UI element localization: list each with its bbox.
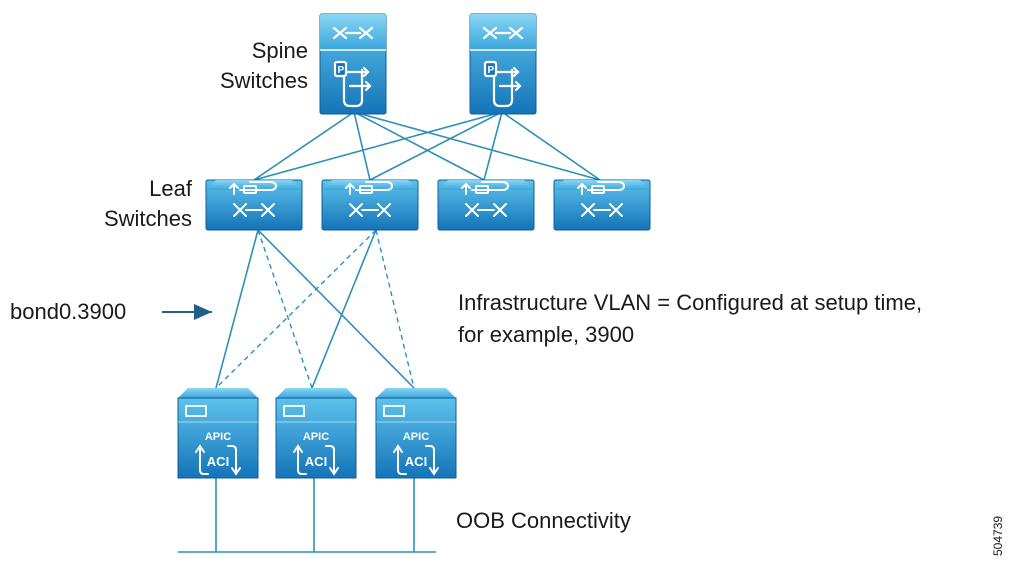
spine-switch-icon: P bbox=[482, 26, 524, 108]
leaf-label-line2: Switches bbox=[104, 206, 192, 231]
apic-controller-3: APIC ACI bbox=[375, 388, 457, 479]
oob-network bbox=[178, 478, 436, 553]
leaf-switch-2 bbox=[321, 179, 419, 231]
figure-id: 504739 bbox=[991, 516, 1005, 556]
spine-switch-2: P bbox=[469, 13, 537, 115]
svg-text:P: P bbox=[338, 65, 345, 76]
apic-controller-2: APIC ACI bbox=[275, 388, 357, 479]
leaf-apic-links bbox=[215, 229, 415, 389]
leaf-label-line1: Leaf bbox=[149, 176, 193, 201]
apic-label: APIC bbox=[303, 431, 329, 443]
apic-label: APIC bbox=[205, 431, 231, 443]
apic-label: APIC bbox=[403, 431, 429, 443]
spine-label-line2: Switches bbox=[220, 68, 308, 93]
aci-cycle-icon bbox=[393, 444, 439, 476]
leaf-switch-4 bbox=[553, 179, 651, 231]
infra-vlan-line2: for example, 3900 bbox=[458, 322, 634, 347]
spine-switch-icon: P bbox=[332, 26, 374, 108]
spine-label-line1: Spine bbox=[252, 38, 308, 63]
server-drive-icon bbox=[185, 405, 207, 417]
leaf-switch-1 bbox=[205, 179, 303, 231]
leaf-switch-icon bbox=[461, 181, 510, 217]
aci-cycle-icon bbox=[195, 444, 241, 476]
aci-cycle-icon bbox=[293, 444, 339, 476]
apic-controller-1: APIC ACI bbox=[177, 388, 259, 479]
oob-label: OOB Connectivity bbox=[456, 508, 631, 533]
leaf-switch-3 bbox=[437, 179, 535, 231]
infra-vlan-line1: Infrastructure VLAN = Configured at setu… bbox=[458, 290, 922, 315]
bond-label: bond0.3900 bbox=[10, 299, 126, 324]
server-drive-icon bbox=[283, 405, 305, 417]
svg-text:P: P bbox=[488, 65, 495, 76]
spine-switch-1: P bbox=[319, 13, 387, 115]
spine-leaf-links bbox=[253, 111, 601, 181]
leaf-switch-icon bbox=[577, 181, 626, 217]
aci-badge: ACI bbox=[207, 454, 229, 469]
aci-badge: ACI bbox=[405, 454, 427, 469]
aci-badge: ACI bbox=[305, 454, 327, 469]
leaf-switch-icon bbox=[229, 181, 278, 217]
server-drive-icon bbox=[383, 405, 405, 417]
leaf-switch-icon bbox=[345, 181, 394, 217]
